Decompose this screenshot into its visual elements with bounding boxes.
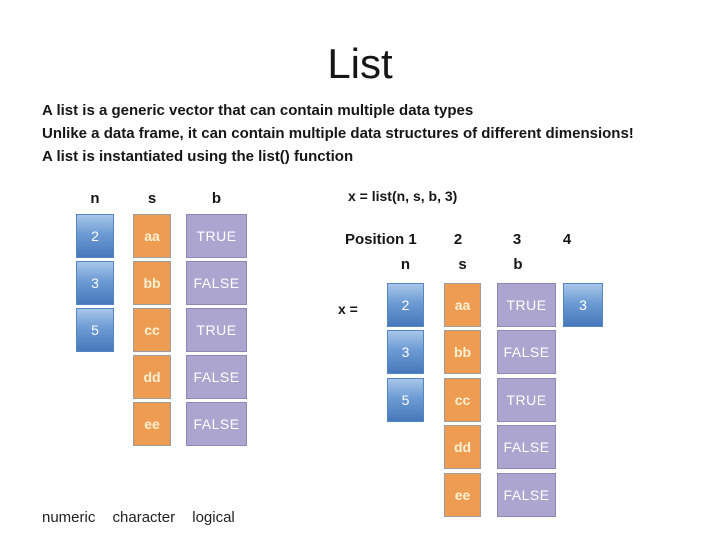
position-number-4: 4 xyxy=(562,231,572,248)
list-b-box-0: TRUE xyxy=(497,283,556,327)
vector-s-box-1: bb xyxy=(133,261,171,305)
vector-n-box-0: 2 xyxy=(76,214,114,258)
body-line-3: A list is instantiated using the list() … xyxy=(42,148,354,165)
list-n-box-1: 3 xyxy=(387,330,424,374)
list-b-header: b xyxy=(513,256,523,273)
list-s-box-3: dd xyxy=(444,425,481,469)
vector-n-box-2: 5 xyxy=(76,308,114,352)
x-equals-label: x = xyxy=(338,301,358,317)
list-b-box-2: TRUE xyxy=(497,378,556,422)
vector-b-box-0: TRUE xyxy=(186,214,247,258)
position-number-2: 2 xyxy=(453,231,463,248)
list-n-header: n xyxy=(400,256,411,273)
list-b-box-1: FALSE xyxy=(497,330,556,374)
vector-b-box-2: TRUE xyxy=(186,308,247,352)
body-line-1: A list is a generic vector that can cont… xyxy=(42,102,474,119)
list-s-box-0: aa xyxy=(444,283,481,327)
vector-b-box-4: FALSE xyxy=(186,402,247,446)
vector-s-box-0: aa xyxy=(133,214,171,258)
vector-b-box-1: FALSE xyxy=(186,261,247,305)
vector-s-box-4: ee xyxy=(133,402,171,446)
vector-s-box-2: cc xyxy=(133,308,171,352)
type-label-numeric: numeric xyxy=(42,509,96,526)
list-code-label: x = list(n, s, b, 3) xyxy=(348,188,458,204)
vector-b-header: b xyxy=(211,190,222,207)
vector-n-header: n xyxy=(90,190,100,207)
type-label-character: character xyxy=(112,509,176,526)
list-n-box-2: 5 xyxy=(387,378,424,422)
vector-s-box-3: dd xyxy=(133,355,171,399)
list-n-box-0: 2 xyxy=(387,283,424,327)
list-s-box-1: bb xyxy=(444,330,481,374)
list-s-box-4: ee xyxy=(444,473,481,517)
vector-s-header: s xyxy=(147,190,157,207)
body-text: A list is a generic vector that can cont… xyxy=(42,99,634,168)
list-s-box-2: cc xyxy=(444,378,481,422)
type-labels: numeric character logical xyxy=(42,509,248,526)
position-label: Position 1 xyxy=(345,231,417,248)
vector-b-box-3: FALSE xyxy=(186,355,247,399)
body-line-2: Unlike a data frame, it can contain mult… xyxy=(42,125,634,142)
slide-title: List xyxy=(327,40,393,87)
position-number-3: 3 xyxy=(512,231,522,248)
list-item4-box: 3 xyxy=(563,283,603,327)
list-s-header: s xyxy=(458,256,467,273)
list-b-box-3: FALSE xyxy=(497,425,556,469)
list-b-box-4: FALSE xyxy=(497,473,556,517)
vector-n-box-1: 3 xyxy=(76,261,114,305)
type-label-logical: logical xyxy=(192,509,235,526)
